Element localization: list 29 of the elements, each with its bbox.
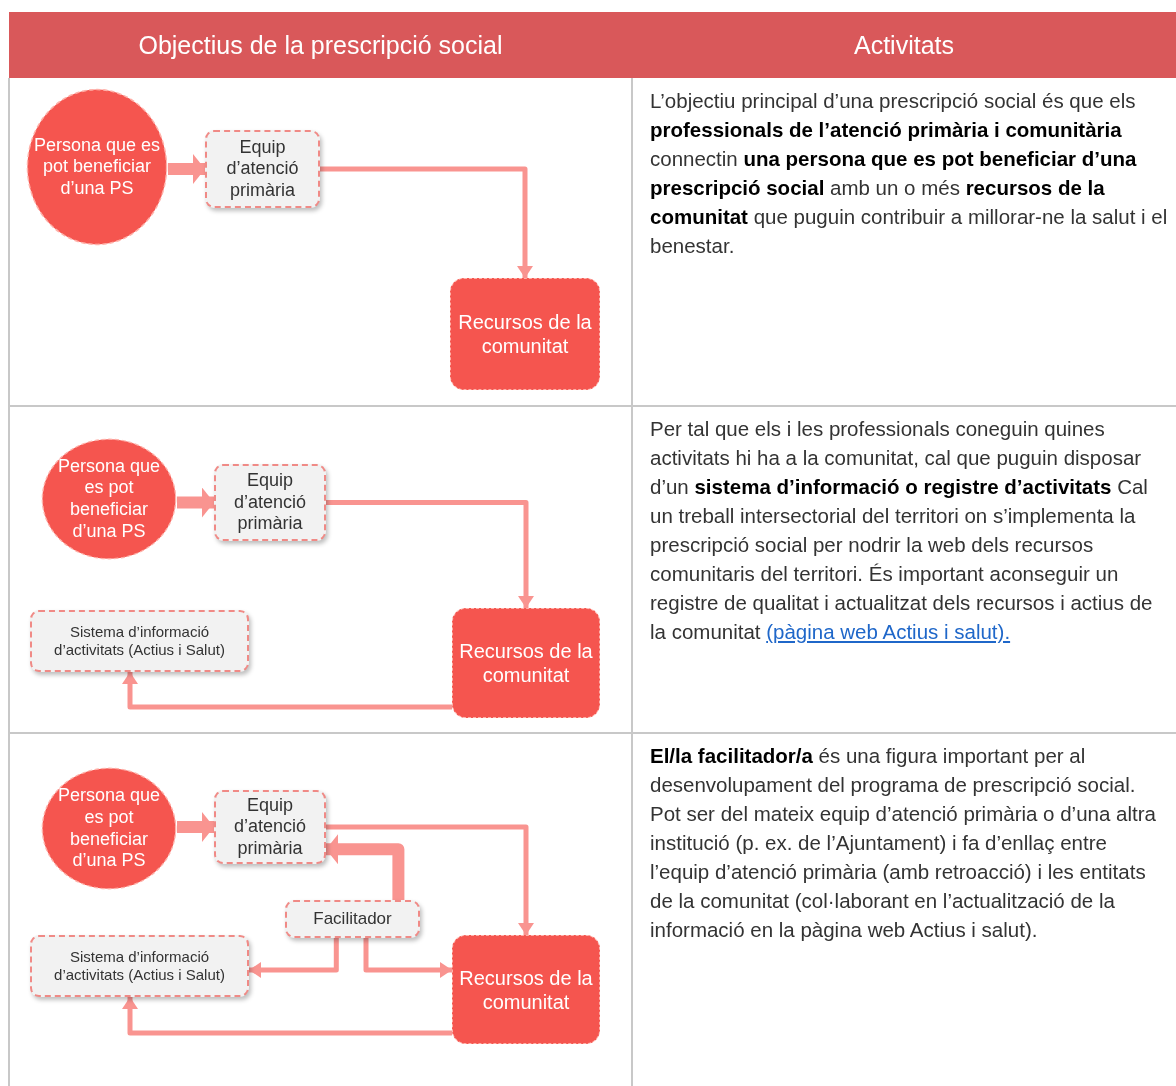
arrow [122, 672, 452, 710]
person-circle: Persona que es pot beneficiar d’una PS [41, 767, 177, 890]
paragraph: Per tal que els i les professionals coneguin quines activitats hi ha a la comunitat, cal que puguin disposar d’un sistema d’informació o registre d’activitats Cal un treball intersectorial del territori on s’implementa la prescripció social per nodrir la web dels recursos comunitaris del territori. És important aconseguir un registre de qualitat i actualitzat dels recursos i actius de la comunitat (pàgina web Actius i salut). [650, 416, 1154, 645]
resource-box: Recursos de la comunitat [450, 278, 600, 390]
arrow [363, 938, 452, 978]
paragraph: L’objectiu principal d’una prescripció social és que els professionals de l’atenció primària i comunitària connectin una persona que es pot beneficiar d’una prescripció social amb un o més recursos de la comunitat que puguin contribuir a millorar-ne la salut i el benestar. [650, 88, 1169, 259]
arrow [326, 500, 534, 608]
arrow [168, 154, 205, 184]
resource-box: Recursos de la comunitat [452, 935, 600, 1044]
arrow [326, 834, 405, 900]
process-box: Equip d’atenció primària [214, 464, 326, 541]
arrow [249, 938, 339, 978]
resource-box: Recursos de la comunitat [452, 608, 600, 718]
process-box: Facilitador [285, 900, 420, 938]
web-link: (pàgina web Actius i salut). [766, 620, 1011, 643]
arrow [320, 166, 533, 278]
person-circle: Persona que es pot beneficiar d’una PS [41, 438, 177, 560]
process-box: Equip d’atenció primària [214, 790, 326, 864]
column-header: Activitats [632, 12, 1176, 78]
arrow [177, 487, 214, 518]
paragraph: El/la facilitador/a és una figura important per al desenvolupament del programa de prescripció social. Pot ser del mateix equip d’atenció primària o d’una altra institució (p. ex. de l’Ajuntament) i fa d’enllaç entre l’equip d’atenció primària (amb retroacció) i les entitats de la comunitat (col·laborant en l’actualització de la informació en la pàgina web Actius i salut). [650, 743, 1157, 943]
arrow [326, 824, 534, 935]
process-box: Sistema d’informació d’activitats (Actius i Salut) [30, 610, 249, 672]
arrow [122, 997, 452, 1036]
arrow [177, 812, 214, 842]
column-header: Objectius de la prescripció social [9, 12, 632, 78]
process-box: Sistema d’informació d’activitats (Actius i Salut) [30, 935, 249, 997]
person-circle: Persona que es pot beneficiar d’una PS [26, 88, 168, 246]
process-box: Equip d’atenció primària [205, 130, 320, 208]
